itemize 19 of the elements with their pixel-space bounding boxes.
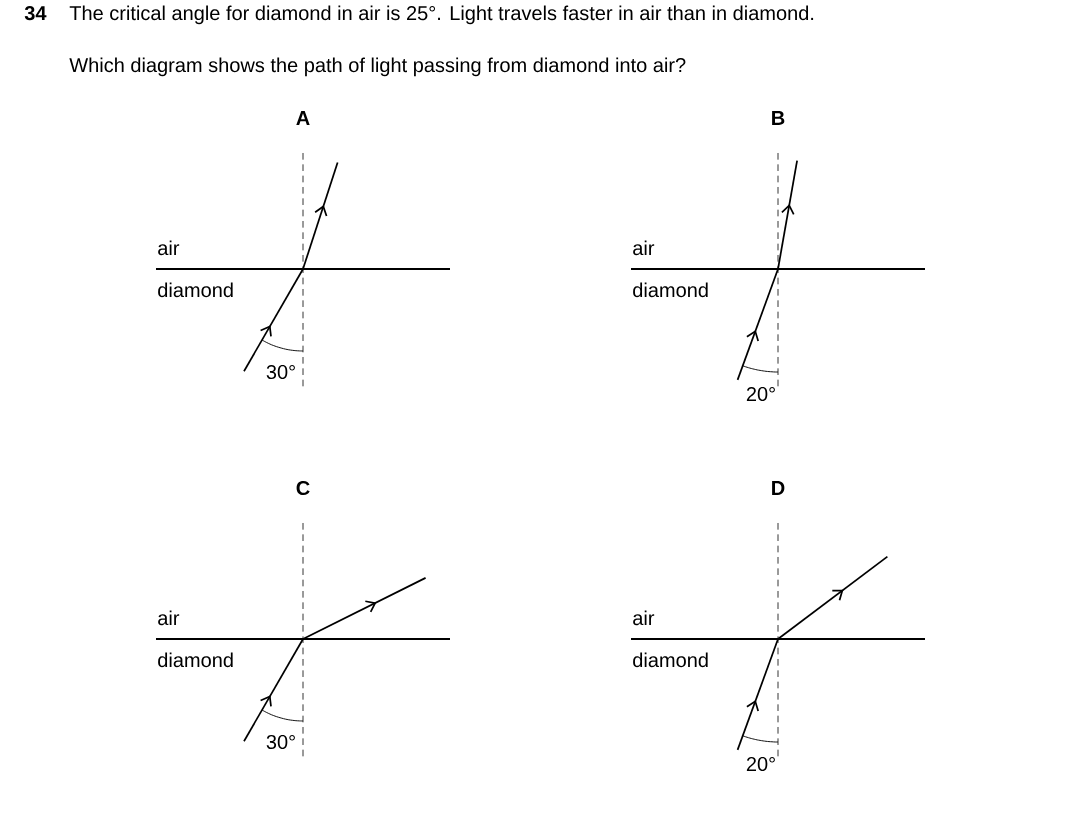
- medium-label: diamond: [633, 652, 708, 668]
- angle-label: 20°: [746, 756, 775, 772]
- medium-label: diamond: [633, 282, 708, 298]
- angle-label: 30°: [266, 364, 295, 380]
- medium-label: diamond: [158, 282, 233, 298]
- panel-letter: D: [772, 481, 785, 495]
- medium-label: air: [633, 240, 655, 256]
- question-text: The critical angle for diamond in air is 25°. Light travels faster in air than in diamond.: [69, 5, 814, 25]
- panel-letter: C: [296, 480, 310, 496]
- question-text: Which diagram shows the path of light passing from diamond into air?: [69, 57, 686, 77]
- question-number: 34: [24, 6, 47, 21]
- medium-label: air: [158, 240, 180, 256]
- medium-label: diamond: [158, 652, 233, 668]
- angle-label: 20°: [746, 386, 775, 402]
- medium-label: air: [633, 610, 655, 626]
- panel-letter: B: [772, 111, 785, 125]
- medium-label: air: [158, 610, 180, 626]
- panel-letter: A: [296, 111, 310, 125]
- angle-label: 30°: [266, 734, 295, 750]
